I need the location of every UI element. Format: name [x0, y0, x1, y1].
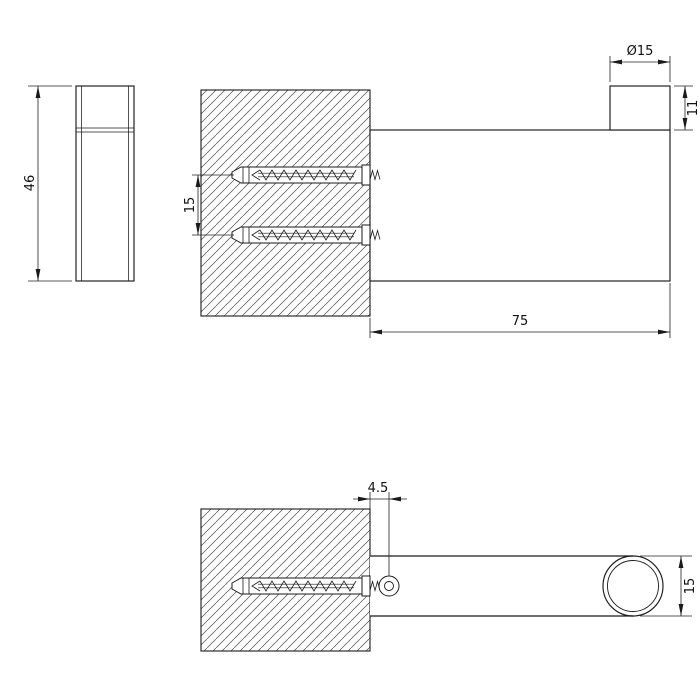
dim-screw-offset: 4.5: [353, 481, 407, 576]
dim-anchor-spacing-text: 15: [183, 197, 198, 214]
dim-post-height: 11: [674, 85, 700, 131]
dim-front-height: 46: [23, 85, 72, 282]
front-view: [75, 85, 135, 282]
dim-front-height-text: 46: [23, 175, 38, 192]
top-view: [200, 508, 664, 652]
dim-post-diameter-text: Ø15: [627, 44, 654, 59]
screw-head-circle: [378, 575, 400, 597]
hook-post: [609, 85, 671, 131]
dim-arm-length: 75: [369, 283, 671, 338]
post-plan-outer-circle: [602, 555, 664, 617]
dim-post-diameter: Ø15: [609, 44, 671, 82]
post-plan-inner-circle: [607, 560, 659, 612]
hook-arm-body: [369, 129, 671, 282]
arm-plan-fill: [370, 556, 633, 616]
dim-screw-offset-text: 4.5: [368, 481, 389, 496]
dim-arm-length-text: 75: [512, 314, 529, 329]
dim-anchor-spacing: 15: [183, 174, 234, 236]
wall-anchor-lower: [231, 224, 381, 246]
front-view-outline: [75, 85, 135, 282]
section-view: [200, 85, 671, 317]
wall-anchor-plan: [231, 575, 381, 597]
dim-arm-width-text: 15: [683, 578, 698, 595]
dim-arm-width: 15: [640, 555, 698, 617]
dim-post-height-text: 11: [686, 100, 700, 117]
wall-section-hatched: [200, 89, 371, 317]
screw-socket-circle: [384, 581, 394, 591]
wall-anchor-upper: [231, 164, 381, 186]
